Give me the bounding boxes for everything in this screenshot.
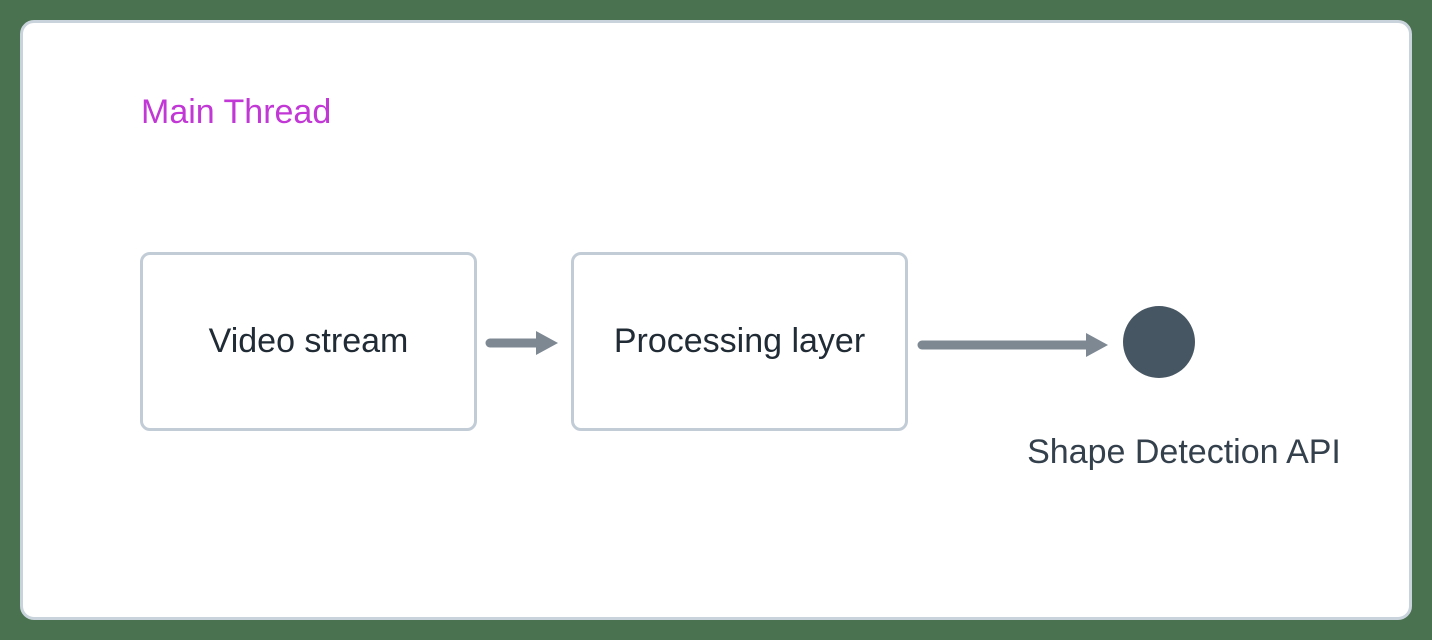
node-processing-layer-label: Processing layer	[613, 322, 866, 360]
node-video-stream-label: Video stream	[208, 322, 409, 360]
shape-detection-api-node	[1123, 306, 1195, 378]
arrow-right-icon	[917, 333, 1108, 357]
arrow-right-icon	[485, 331, 558, 355]
shape-detection-api-label: Shape Detection API	[1027, 433, 1341, 471]
main-thread-panel: Main Thread Video stream Processing laye…	[20, 20, 1412, 620]
thread-label: Main Thread	[141, 93, 332, 131]
node-processing-layer: Processing layer	[571, 252, 908, 431]
node-video-stream: Video stream	[140, 252, 477, 431]
